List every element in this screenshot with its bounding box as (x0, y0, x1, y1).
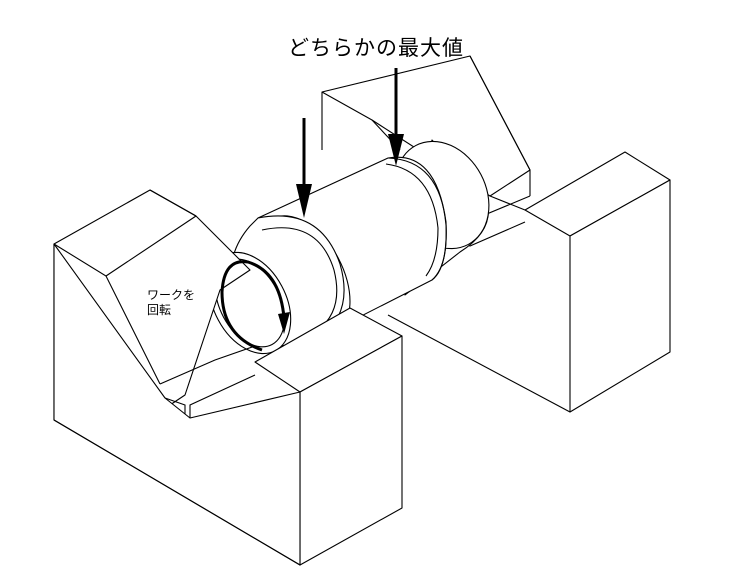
max-value-label: どちらかの最大値 (288, 36, 464, 60)
front-v-block (53, 189, 403, 566)
down-arrow-icon (388, 68, 404, 166)
rotate-label: 回転 (147, 303, 172, 317)
rotation-arrow-icon (220, 260, 290, 352)
down-arrow-icon (296, 118, 312, 218)
back-v-block (321, 55, 671, 413)
rotate-work-label: ワークを (147, 288, 196, 302)
